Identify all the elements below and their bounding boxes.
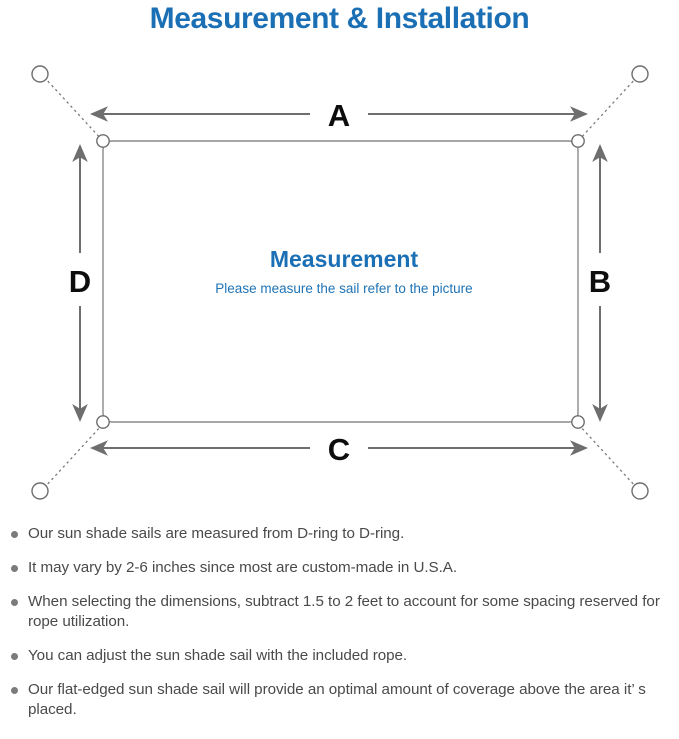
note-text: You can adjust the sun shade sail with t…: [28, 647, 408, 664]
list-item: When selecting the dimensions, subtract …: [0, 592, 679, 632]
list-item: Our flat-edged sun shade sail will provi…: [0, 680, 679, 720]
dimension-label-d: D: [69, 264, 91, 299]
d-ring-bottom-right: [571, 415, 585, 429]
note-text: When selecting the dimensions, subtract …: [28, 593, 660, 630]
list-item: Our sun shade sails are measured from D-…: [0, 524, 679, 544]
rope-bottom-right: [577, 423, 638, 489]
list-item: It may vary by 2-6 inches since most are…: [0, 558, 679, 578]
dimension-label-c: C: [328, 432, 350, 467]
d-ring-bottom-left: [96, 415, 110, 429]
rope-top-right: [577, 76, 638, 142]
bullet-icon: [11, 687, 18, 694]
anchor-ring-top-left: [31, 65, 49, 83]
list-item: You can adjust the sun shade sail with t…: [0, 646, 679, 666]
bullet-icon: [11, 531, 18, 538]
diagram-canvas: A C D B Measurement Please measure the s…: [31, 65, 649, 500]
d-ring-top-right: [571, 134, 585, 148]
dimension-label-b: B: [589, 264, 611, 299]
note-text: Our flat-edged sun shade sail will provi…: [28, 681, 646, 718]
anchor-ring-top-right: [631, 65, 649, 83]
anchor-points: [31, 65, 649, 500]
measurement-diagram: A C D B Measurement Please measure the s…: [0, 48, 679, 518]
diagram-center-heading: Measurement: [270, 246, 419, 272]
d-ring-top-left: [96, 134, 110, 148]
anchor-ring-bottom-right: [631, 482, 649, 500]
bullet-icon: [11, 653, 18, 660]
bullet-icon: [11, 565, 18, 572]
rope-bottom-left: [43, 423, 104, 489]
diagram-center-subtext: Please measure the sail refer to the pic…: [215, 281, 472, 296]
anchor-ring-bottom-left: [31, 482, 49, 500]
d-rings: [96, 134, 585, 429]
note-text: Our sun shade sails are measured from D-…: [28, 525, 405, 542]
bullet-icon: [11, 599, 18, 606]
sail-panel: [102, 140, 579, 423]
notes-list: Our sun shade sails are measured from D-…: [0, 524, 679, 734]
rope-top-left: [43, 76, 104, 142]
dimension-label-a: A: [328, 98, 350, 133]
note-text: It may vary by 2-6 inches since most are…: [28, 559, 458, 576]
page-title: Measurement & Installation: [149, 2, 530, 35]
